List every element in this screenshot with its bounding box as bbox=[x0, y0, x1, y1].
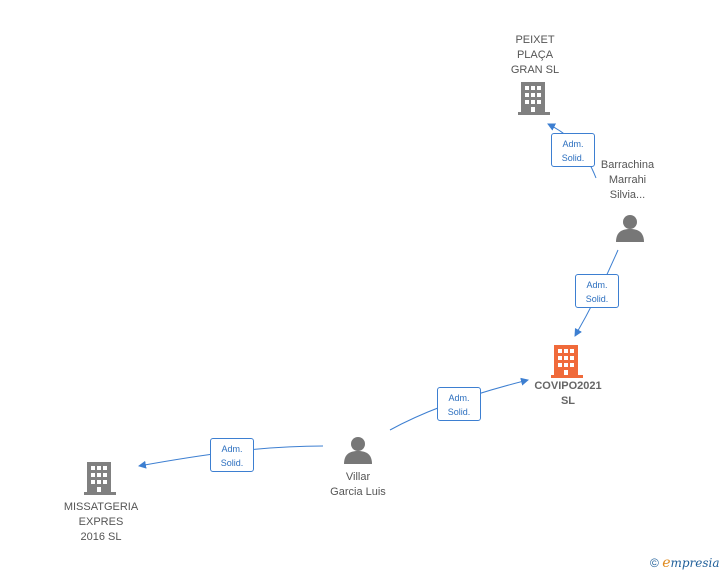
building-icon bbox=[518, 82, 550, 115]
edge-label-villar-covipo[interactable]: Adm. Solid. bbox=[437, 387, 481, 421]
edge-label-barrachina-peixet[interactable]: Adm. Solid. bbox=[551, 133, 595, 167]
node-villar[interactable]: Villar Garcia Luis bbox=[315, 435, 401, 500]
node-label: Barrachina Marrahi Silvia... bbox=[600, 159, 655, 201]
brand-logo-text: mpresia bbox=[670, 556, 720, 570]
node-barrachina[interactable]: Barrachina Marrahi Silvia... bbox=[585, 158, 670, 243]
node-label: MISSATGERIA EXPRES 2016 SL bbox=[63, 501, 139, 543]
node-label: PEIXET PLAÇA GRAN SL bbox=[510, 34, 560, 76]
footer-brand[interactable]: © empresia bbox=[650, 555, 720, 571]
building-icon bbox=[84, 462, 116, 495]
building-icon bbox=[551, 345, 583, 378]
node-covipo-main[interactable]: COVIPO2021 SL bbox=[525, 343, 611, 409]
edge-label-barrachina-covipo[interactable]: Adm. Solid. bbox=[575, 274, 619, 308]
person-icon bbox=[616, 215, 644, 242]
copyright-icon: © bbox=[650, 556, 659, 570]
node-missatgeria[interactable]: MISSATGERIA EXPRES 2016 SL bbox=[55, 460, 147, 545]
node-label: COVIPO2021 SL bbox=[534, 380, 602, 407]
edge-label-villar-missatgeria[interactable]: Adm. Solid. bbox=[210, 438, 254, 472]
node-peixet[interactable]: PEIXET PLAÇA GRAN SL bbox=[495, 33, 575, 116]
node-label: Villar Garcia Luis bbox=[330, 471, 386, 498]
brand-logo-e: e bbox=[662, 555, 671, 571]
person-icon bbox=[344, 437, 372, 464]
